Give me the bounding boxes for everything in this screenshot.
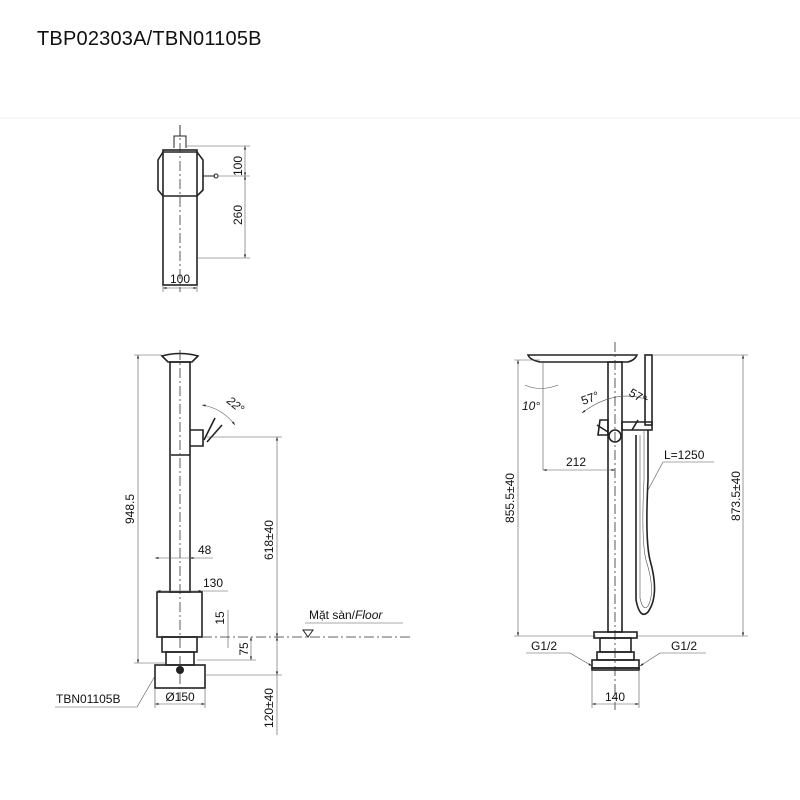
- dim-75: 75: [237, 642, 251, 656]
- dim-948-5: 948.5: [123, 494, 137, 524]
- angle-57-left: 57°: [579, 388, 601, 407]
- dim-212: 212: [566, 455, 586, 469]
- dim-top-260: 260: [231, 205, 245, 225]
- angle-57-right: 57°: [627, 385, 650, 406]
- front-view: 57° 57° 10° 212 L=1250 855.5±40 873.5±40…: [503, 342, 748, 710]
- dim-top-100: 100: [231, 156, 245, 176]
- dim-873-5: 873.5±40: [729, 471, 743, 521]
- dim-120: 120±40: [262, 688, 276, 728]
- drawing-title: TBP02303A/TBN01105B: [37, 28, 262, 50]
- dim-48: 48: [198, 543, 212, 557]
- dim-140: 140: [605, 690, 625, 704]
- inlet-left: G1/2: [531, 639, 557, 653]
- dim-130: 130: [203, 576, 223, 590]
- base-part-label: TBN01105B: [56, 692, 120, 706]
- angle-10: 10°: [522, 399, 540, 413]
- dim-618: 618±40: [262, 520, 276, 560]
- hose-length: L=1250: [664, 448, 705, 462]
- dim-15: 15: [213, 611, 227, 625]
- side-view: 22° 948.5 618±40 48 130 15 75 Mặ: [55, 350, 410, 735]
- angle-22: 22°: [223, 393, 247, 416]
- floor-label: Mặt sàn/Floor: [309, 608, 383, 622]
- dim-top-width: 100: [170, 272, 190, 286]
- top-view: 100 260 100: [157, 125, 250, 292]
- dim-diameter-150: Ø150: [165, 690, 195, 704]
- dim-855-5: 855.5±40: [503, 473, 517, 523]
- inlet-right: G1/2: [671, 639, 697, 653]
